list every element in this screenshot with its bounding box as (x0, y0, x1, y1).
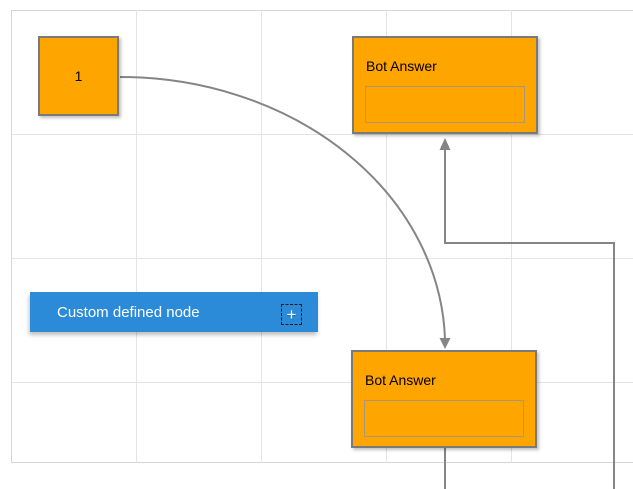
bot-answer-title: Bot Answer (366, 58, 437, 74)
bot-answer-title: Bot Answer (365, 372, 436, 388)
plus-icon: + (286, 305, 297, 324)
page-border (11, 10, 633, 463)
arrowhead-down-icon (439, 338, 451, 349)
ortho-connector[interactable] (439, 138, 615, 489)
node-bot-answer-top[interactable]: Bot Answer (352, 36, 538, 134)
ortho-connector-segment[interactable] (444, 150, 615, 489)
custom-node-label: Custom defined node (57, 303, 200, 321)
add-node-button[interactable]: + (281, 304, 302, 325)
node-start-label: 1 (74, 68, 83, 84)
curve-connector-path[interactable] (119, 76, 446, 340)
bot-answer-input-box[interactable] (364, 400, 524, 437)
arrowhead-up-icon (439, 138, 451, 150)
node-custom-defined[interactable]: Custom defined node + (30, 292, 318, 332)
bot-answer-input-box[interactable] (365, 86, 525, 123)
node-start[interactable]: 1 (38, 36, 119, 116)
curve-connector[interactable] (119, 76, 451, 349)
node-bot-answer-bottom[interactable]: Bot Answer (351, 350, 537, 448)
